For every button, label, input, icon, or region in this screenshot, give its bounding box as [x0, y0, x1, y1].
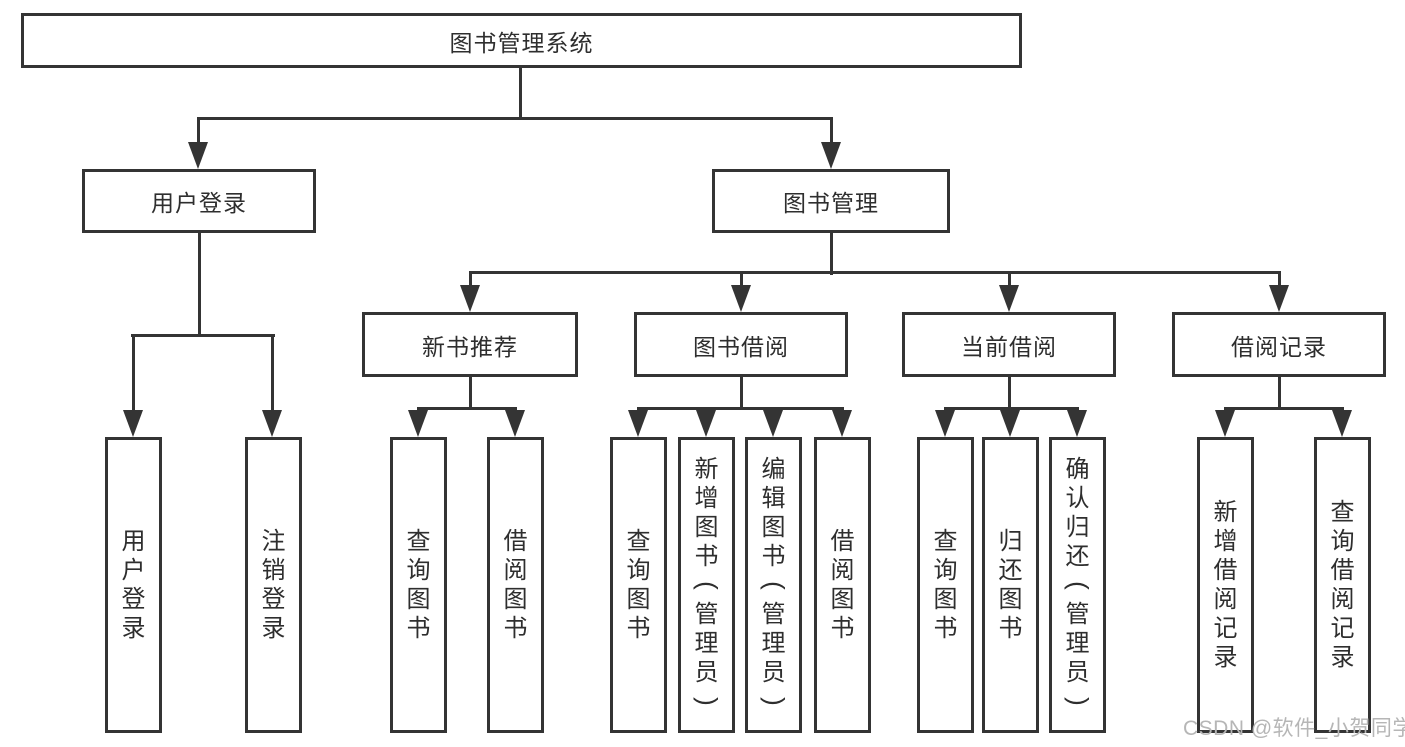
arrow-down-icon	[1067, 410, 1087, 437]
node-book-borrow: 图书借阅	[634, 312, 848, 377]
arrow-down-icon	[505, 410, 525, 437]
connector-line	[830, 117, 833, 145]
arrow-down-icon	[628, 410, 648, 437]
leaf-label: 查询图书	[933, 528, 958, 642]
leaf-label: 新增图书(管理员)	[692, 455, 723, 706]
leaf-query-book: 查询图书	[390, 437, 447, 733]
leaf-borrow-book: 借阅图书	[814, 437, 871, 733]
arrow-down-icon	[821, 142, 841, 169]
connector-line	[637, 407, 844, 410]
node-current-borrow: 当前借阅	[902, 312, 1116, 377]
connector-line	[740, 271, 743, 288]
arrow-down-icon	[460, 285, 480, 312]
leaf-query-borrow-record: 查询借阅记录	[1314, 437, 1371, 733]
csdn-watermark: CSDN @软件_小贺同学	[1183, 717, 1405, 740]
node-root-library-system: 图书管理系统	[21, 13, 1022, 68]
arrow-down-icon	[696, 410, 716, 437]
node-borrow-record: 借阅记录	[1172, 312, 1386, 377]
leaf-label: 查询借阅记录	[1330, 499, 1355, 671]
arrow-down-icon	[262, 410, 282, 437]
connector-line	[197, 117, 200, 145]
connector-line	[197, 117, 833, 120]
connector-line	[198, 233, 201, 337]
leaf-add-book-admin: 新增图书(管理员)	[678, 437, 735, 733]
connector-line	[1278, 271, 1281, 288]
connector-line	[1224, 407, 1344, 410]
leaf-label: 借阅图书	[830, 528, 855, 642]
arrow-down-icon	[1000, 410, 1020, 437]
leaf-logout: 注销登录	[245, 437, 302, 733]
connector-line	[1008, 271, 1011, 288]
connector-line	[1008, 377, 1011, 410]
leaf-add-borrow-record: 新增借阅记录	[1197, 437, 1254, 733]
arrow-down-icon	[408, 410, 428, 437]
connector-line	[519, 68, 522, 118]
leaf-user-login: 用户登录	[105, 437, 162, 733]
connector-line	[469, 377, 472, 410]
arrow-down-icon	[731, 285, 751, 312]
arrow-down-icon	[1269, 285, 1289, 312]
node-label: 新书推荐	[422, 333, 518, 360]
node-label: 当前借阅	[961, 333, 1057, 360]
leaf-label: 归还图书	[998, 528, 1023, 642]
leaf-return-book: 归还图书	[982, 437, 1039, 733]
leaf-edit-book-admin: 编辑图书(管理员)	[745, 437, 802, 733]
arrow-down-icon	[999, 285, 1019, 312]
arrow-down-icon	[123, 410, 143, 437]
leaf-borrow-book: 借阅图书	[487, 437, 544, 733]
connector-line	[944, 407, 1079, 410]
leaf-label: 用户登录	[121, 528, 146, 642]
connector-line	[830, 233, 833, 275]
arrow-down-icon	[1215, 410, 1235, 437]
node-user-login: 用户登录	[82, 169, 316, 233]
leaf-label: 注销登录	[261, 528, 286, 642]
node-new-book-recommend: 新书推荐	[362, 312, 578, 377]
node-book-management: 图书管理	[712, 169, 950, 233]
connector-line	[417, 407, 517, 410]
leaf-query-book: 查询图书	[610, 437, 667, 733]
arrow-down-icon	[935, 410, 955, 437]
leaf-label: 查询图书	[626, 528, 651, 642]
node-label: 图书借阅	[693, 333, 789, 360]
connector-line	[1278, 377, 1281, 410]
leaf-label: 确认归还(管理员)	[1063, 455, 1094, 706]
node-label: 借阅记录	[1231, 333, 1327, 360]
connector-line	[131, 334, 275, 337]
connector-line	[469, 271, 472, 288]
node-label: 图书管理系统	[449, 29, 594, 56]
arrow-down-icon	[832, 410, 852, 437]
arrow-down-icon	[763, 410, 783, 437]
leaf-confirm-return-admin: 确认归还(管理员)	[1049, 437, 1106, 733]
arrow-down-icon	[1332, 410, 1352, 437]
node-label: 用户登录	[151, 190, 247, 216]
connector-line	[132, 334, 135, 413]
connector-line	[740, 377, 743, 410]
connector-line	[271, 334, 274, 413]
leaf-label: 借阅图书	[503, 528, 528, 642]
leaf-label: 新增借阅记录	[1213, 499, 1238, 671]
leaf-label: 查询图书	[406, 528, 431, 642]
node-label: 图书管理	[783, 190, 879, 216]
arrow-down-icon	[188, 142, 208, 169]
leaf-label: 编辑图书(管理员)	[759, 455, 790, 706]
leaf-query-book: 查询图书	[917, 437, 974, 733]
connector-line	[469, 271, 1281, 274]
